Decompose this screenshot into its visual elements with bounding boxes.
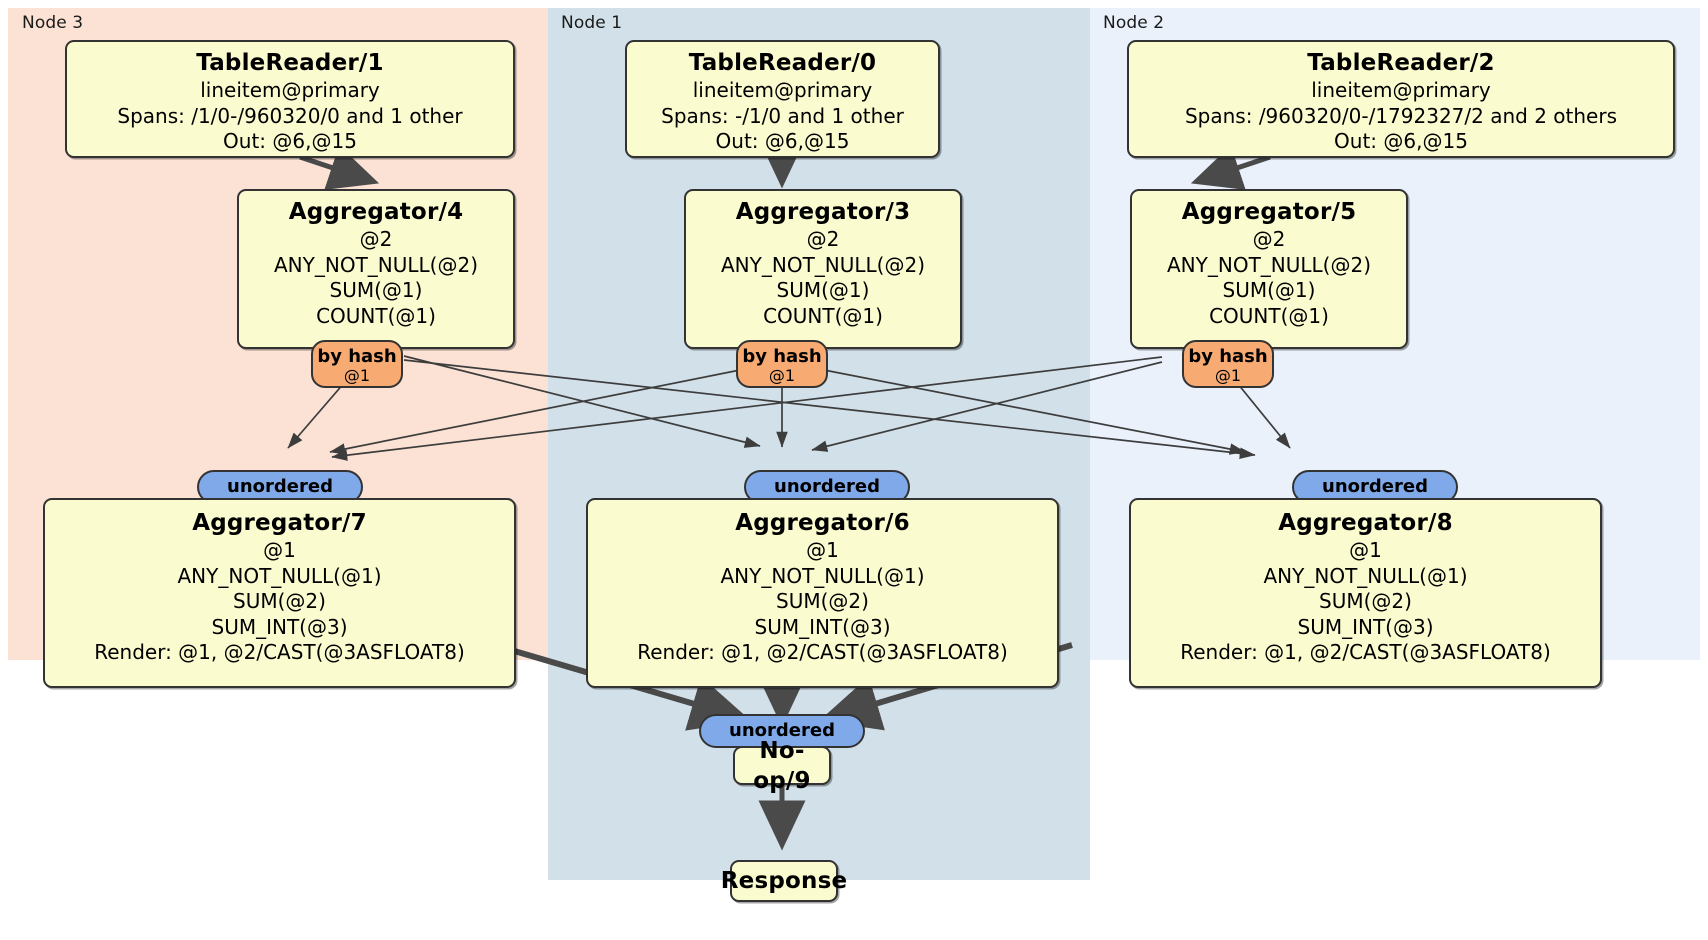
router-kind-label: by hash (1188, 346, 1268, 367)
processor-line: Spans: -/1/0 and 1 other (661, 103, 904, 128)
processor-line: Render: @1, @2/CAST(@3ASFLOAT8) (637, 640, 1008, 664)
processor-line: lineitem@primary (1311, 78, 1491, 102)
node-panel-label-node1: Node 1 (561, 13, 623, 33)
processor-tablereader-0[interactable]: TableReader/0 lineitem@primary Spans: -/… (625, 40, 940, 158)
processor-line: Out: @6,@15 (715, 129, 850, 153)
processor-line: Out: @6,@15 (223, 129, 357, 153)
processor-line: Spans: /1/0-/960320/0 and 1 other (117, 103, 463, 128)
router-by-hash-right[interactable]: by hash @1 (1182, 340, 1274, 388)
processor-line: Out: @6,@15 (1334, 129, 1468, 153)
processor-line: Render: @1, @2/CAST(@3ASFLOAT8) (1180, 640, 1551, 664)
processor-title: No-op/9 (753, 737, 811, 794)
processor-line: Render: @1, @2/CAST(@3ASFLOAT8) (94, 640, 465, 664)
processor-line: lineitem@primary (200, 78, 380, 102)
node-panel-label-node3: Node 3 (22, 13, 84, 33)
processor-line: SUM(@1) (776, 278, 870, 302)
processor-title: Aggregator/5 (1181, 199, 1357, 225)
processor-title: Aggregator/7 (192, 510, 367, 536)
processor-title: Aggregator/4 (288, 199, 464, 225)
processor-line: @1 (1349, 538, 1382, 562)
processor-line: COUNT(@1) (763, 303, 883, 328)
processor-aggregator-6[interactable]: Aggregator/6 @1 ANY_NOT_NULL(@1) SUM(@2)… (586, 498, 1059, 688)
processor-noop-9[interactable]: No-op/9 (733, 738, 831, 794)
processor-line: SUM(@1) (1222, 278, 1316, 302)
processor-title: Aggregator/6 (735, 510, 910, 536)
processor-title: TableReader/2 (1307, 50, 1495, 76)
processor-response[interactable]: Response (721, 860, 847, 902)
processor-line: SUM_INT(@3) (754, 614, 891, 639)
processor-line: ANY_NOT_NULL(@2) (721, 252, 925, 277)
processor-title: Aggregator/3 (735, 199, 911, 225)
processor-line: ANY_NOT_NULL(@2) (274, 252, 478, 277)
processor-line: ANY_NOT_NULL(@1) (177, 563, 382, 588)
processor-title: Aggregator/8 (1278, 510, 1453, 536)
synchronizer-label: unordered (729, 719, 835, 741)
processor-line: @2 (806, 227, 840, 251)
processor-line: @2 (1252, 227, 1286, 251)
router-by-hash-left[interactable]: by hash @1 (311, 340, 403, 388)
processor-line: COUNT(@1) (1209, 303, 1329, 328)
router-column-label: @1 (768, 366, 796, 386)
processor-aggregator-4[interactable]: Aggregator/4 @2 ANY_NOT_NULL(@2) SUM(@1)… (237, 189, 515, 349)
processor-aggregator-7[interactable]: Aggregator/7 @1 ANY_NOT_NULL(@1) SUM(@2)… (43, 498, 516, 688)
processor-line: SUM(@2) (233, 589, 326, 613)
processor-line: ANY_NOT_NULL(@2) (1167, 252, 1371, 277)
processor-line: @1 (263, 538, 296, 562)
processor-tablereader-2[interactable]: TableReader/2 lineitem@primary Spans: /9… (1127, 40, 1675, 158)
processor-line: ANY_NOT_NULL(@1) (1263, 563, 1468, 588)
processor-line: SUM_INT(@3) (1297, 614, 1434, 639)
synchronizer-label: unordered (1322, 475, 1428, 497)
processor-line: SUM(@2) (776, 589, 869, 613)
node-panel-label-node2: Node 2 (1103, 13, 1165, 33)
processor-line: COUNT(@1) (316, 303, 436, 328)
processor-aggregator-8[interactable]: Aggregator/8 @1 ANY_NOT_NULL(@1) SUM(@2)… (1129, 498, 1602, 688)
processor-aggregator-3[interactable]: Aggregator/3 @2 ANY_NOT_NULL(@2) SUM(@1)… (684, 189, 962, 349)
processor-line: lineitem@primary (692, 78, 873, 102)
processor-line: SUM(@1) (329, 278, 423, 302)
processor-tablereader-1[interactable]: TableReader/1 lineitem@primary Spans: /1… (65, 40, 515, 158)
synchronizer-label: unordered (774, 475, 880, 497)
processor-line: SUM(@2) (1319, 589, 1412, 613)
router-column-label: @1 (343, 366, 371, 386)
router-kind-label: by hash (742, 346, 822, 367)
processor-title: Response (720, 868, 848, 894)
processor-line: @1 (806, 538, 839, 562)
processor-title: TableReader/0 (688, 50, 877, 76)
router-kind-label: by hash (317, 346, 397, 367)
processor-title: TableReader/1 (196, 50, 384, 76)
processor-aggregator-5[interactable]: Aggregator/5 @2 ANY_NOT_NULL(@2) SUM(@1)… (1130, 189, 1408, 349)
processor-line: @2 (359, 227, 393, 251)
processor-line: SUM_INT(@3) (211, 614, 348, 639)
processor-line: Spans: /960320/0-/1792327/2 and 2 others (1184, 103, 1617, 128)
router-column-label: @1 (1214, 366, 1242, 386)
router-by-hash-mid[interactable]: by hash @1 (736, 340, 828, 388)
processor-line: ANY_NOT_NULL(@1) (720, 563, 925, 588)
synchronizer-label: unordered (227, 475, 333, 497)
